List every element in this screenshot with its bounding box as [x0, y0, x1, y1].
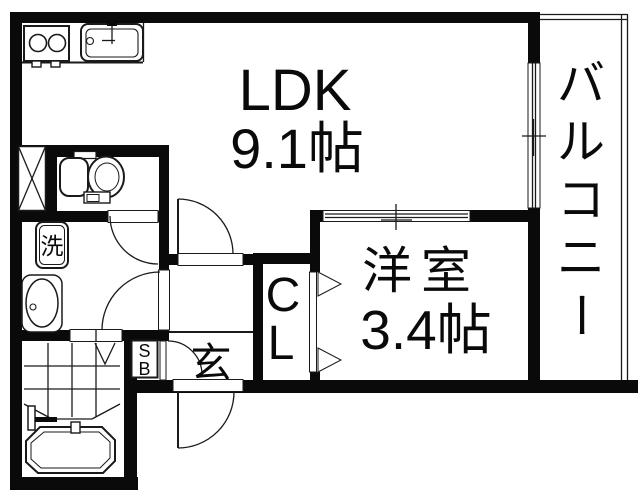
toilet-tank-icon [59, 157, 89, 197]
shower-unit-icon [27, 405, 36, 431]
wall-ps-divider [45, 157, 57, 211]
laundry-box-inner [39, 225, 65, 265]
shoebox-label-char1: S [138, 341, 150, 361]
ldk-label: LDK [239, 58, 352, 123]
laundry-pan [35, 221, 69, 269]
stove-knob-left [31, 60, 42, 68]
stove-burner-right-icon [47, 33, 67, 53]
balcony-rail [540, 13, 629, 380]
vanity-faucet [29, 303, 37, 311]
wall-bathroom-bottom [10, 477, 138, 490]
door-swings [101, 198, 343, 449]
wall-east-upper [528, 12, 540, 63]
room-western: 洋室 3.4帖 [360, 243, 491, 361]
wall-south-main [124, 380, 638, 393]
faucet-icon [107, 17, 117, 26]
screen-fold-right [91, 403, 121, 420]
room-entrance: 玄 [191, 340, 232, 386]
toilet-door-arc [109, 215, 159, 265]
wall-closet-east-upper [310, 222, 320, 272]
vanity-basin-icon [25, 278, 59, 328]
shower-bar [35, 417, 57, 422]
closet-bifold-top [317, 271, 343, 297]
pipe-space [17, 145, 47, 212]
ldk-doorway [177, 253, 244, 266]
wall-outer-left [10, 12, 22, 490]
sink-drain [85, 36, 95, 46]
ldk-area-label: 9.1帖 [230, 117, 364, 180]
wall-outer-top [10, 12, 540, 23]
western-room-area-label: 3.4帖 [360, 299, 491, 361]
wall-toilet-south [18, 211, 169, 222]
bathroom [23, 342, 121, 474]
genkan-door-arc [167, 340, 203, 376]
laundry-label: 洗 [41, 233, 64, 259]
vanity [21, 274, 63, 333]
bathtub-inner [30, 431, 111, 469]
washroom-doorway [158, 269, 170, 331]
closet-bifold-bottom [317, 347, 343, 373]
bathtub-tap [70, 421, 81, 434]
kitchen-counter [22, 17, 145, 68]
shoe-box [130, 339, 159, 379]
pipe-space-x2 [17, 146, 47, 211]
wall-western-room-north [470, 210, 540, 222]
toilet-doorway [107, 210, 159, 223]
ldk-door-arc [177, 198, 234, 255]
wall-genkan-east [253, 253, 263, 393]
shoe-box-label: S B [138, 341, 150, 379]
balcony-label-char4: ニ [557, 232, 605, 285]
room-closet: C L [266, 269, 301, 370]
closet-label-char1: C [266, 269, 301, 322]
balcony-label-char3: コ [557, 174, 605, 227]
entrance-door-arc [177, 391, 235, 449]
room-ldk: LDK 9.1帖 [230, 58, 364, 180]
closet-doorway [309, 271, 317, 373]
toilet-seat [94, 162, 120, 192]
toilet-washlet-button [86, 194, 100, 202]
laundry-label-group: 洗 [41, 233, 64, 259]
western-room-label: 洋室 [362, 243, 480, 299]
entrance-label: 玄 [191, 340, 232, 386]
balcony-label-char1: バ [557, 58, 605, 111]
balcony-label-char2: ル [557, 116, 605, 169]
wall-east-lower [528, 208, 540, 392]
room-balcony: バ ル コ ニ ー [553, 58, 606, 339]
toilet-lid [73, 150, 97, 160]
toilet-fixture [59, 150, 125, 204]
stove-burner-left-icon [28, 33, 48, 53]
genkan [130, 331, 253, 379]
wall-wet-area-east [159, 145, 169, 270]
shower-mark-icon [94, 342, 116, 366]
shoebox-label-char2: B [138, 359, 150, 379]
closet-label-char2: L [268, 317, 295, 370]
balcony-label-char5: ー [553, 291, 606, 339]
wall-western-room-nw [310, 210, 323, 222]
stove-knob-right [50, 60, 61, 68]
wall-closet-north [263, 253, 320, 264]
openings [69, 62, 546, 392]
washroom-door-arc [101, 271, 161, 331]
shoebox-partition [159, 340, 167, 381]
entrance-doorway [172, 379, 244, 392]
